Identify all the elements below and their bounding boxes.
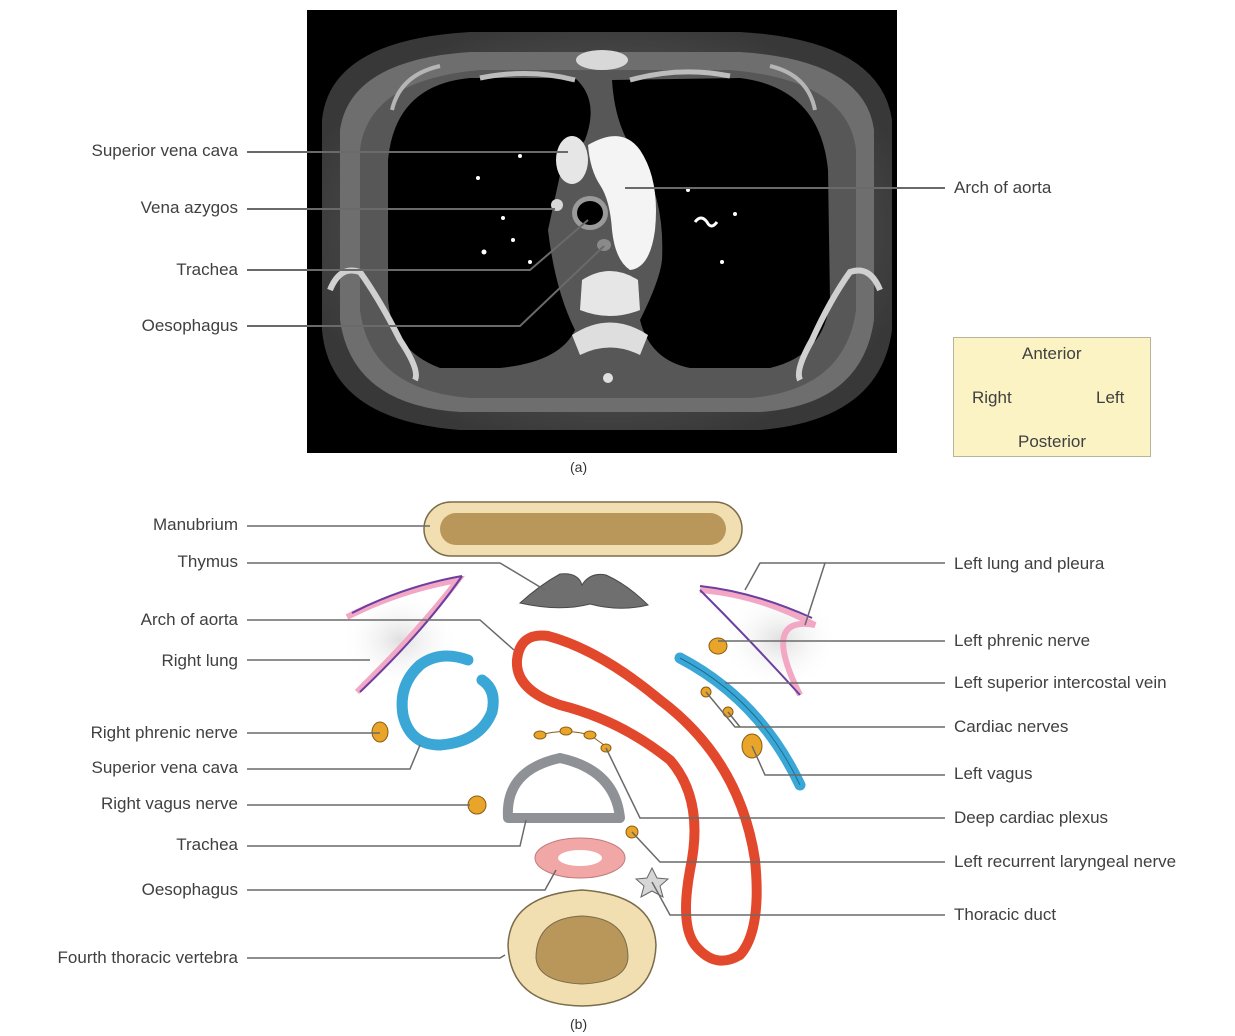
label-a-vena-azygos: Vena azygos	[141, 198, 238, 218]
orientation-anterior: Anterior	[1022, 344, 1082, 364]
orientation-legend: Anterior Right Left Posterior	[953, 337, 1151, 457]
trachea-shape	[508, 758, 620, 818]
label-b-superior-vena-cava: Superior vena cava	[92, 758, 238, 778]
label-a-arch-of-aorta: Arch of aorta	[954, 178, 1051, 198]
label-b-left-recurrent-laryngeal-nerve: Left recurrent laryngeal nerve	[954, 852, 1176, 872]
label-b-left-lung-and-pleura: Left lung and pleura	[954, 554, 1104, 574]
label-b-left-phrenic-nerve: Left phrenic nerve	[954, 631, 1090, 651]
label-a-trachea: Trachea	[176, 260, 238, 280]
label-b-thoracic-duct: Thoracic duct	[954, 905, 1056, 925]
label-a-superior-vena-cava: Superior vena cava	[92, 141, 238, 161]
label-b-fourth-thoracic-vertebra: Fourth thoracic vertebra	[58, 948, 238, 968]
ct-scan	[307, 10, 897, 453]
manubrium-shape	[424, 502, 742, 556]
label-b-left-vagus: Left vagus	[954, 764, 1032, 784]
orientation-right: Right	[972, 388, 1012, 408]
label-b-cardiac-nerves: Cardiac nerves	[954, 717, 1068, 737]
vertebra-shape	[508, 890, 656, 1006]
orientation-posterior: Posterior	[1018, 432, 1086, 452]
label-b-left-superior-intercostal-vein: Left superior intercostal vein	[954, 673, 1167, 693]
orientation-left: Left	[1096, 388, 1124, 408]
label-b-manubrium: Manubrium	[153, 515, 238, 535]
label-b-trachea: Trachea	[176, 835, 238, 855]
label-b-oesophagus: Oesophagus	[142, 880, 238, 900]
thymus-shape	[520, 574, 648, 609]
caption-a: (a)	[570, 459, 587, 475]
label-b-right-vagus-nerve: Right vagus nerve	[101, 794, 238, 814]
right-lung-haze	[340, 590, 460, 690]
caption-b: (b)	[570, 1016, 587, 1032]
label-b-right-phrenic-nerve: Right phrenic nerve	[91, 723, 238, 743]
label-b-thymus: Thymus	[178, 552, 238, 572]
label-b-deep-cardiac-plexus: Deep cardiac plexus	[954, 808, 1108, 828]
label-b-right-lung: Right lung	[161, 651, 238, 671]
oesophagus-shape	[535, 838, 625, 878]
label-a-oesophagus: Oesophagus	[142, 316, 238, 336]
label-b-arch-of-aorta: Arch of aorta	[141, 610, 238, 630]
